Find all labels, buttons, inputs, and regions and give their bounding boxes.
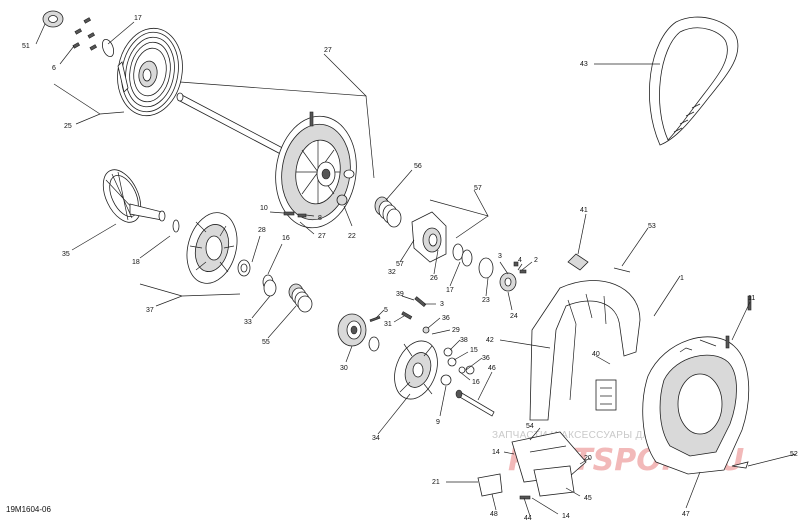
callout-36-b: 36 [482, 355, 490, 362]
part-17-ring [101, 38, 115, 58]
callout-51: 51 [22, 43, 30, 50]
part-28-washer [237, 259, 251, 277]
callout-11: 11 [748, 295, 755, 302]
part-57-cam [411, 211, 447, 263]
callout-6: 6 [52, 65, 56, 72]
callout-34: 34 [372, 435, 380, 442]
callout-39: 39 [396, 291, 404, 298]
callout-40: 40 [592, 351, 600, 358]
callout-14: 14 [492, 449, 500, 456]
callout-44: 44 [524, 515, 532, 522]
callout-33: 33 [244, 319, 252, 326]
callout-35: 35 [62, 251, 70, 258]
part-27-moveable-sheave [275, 115, 357, 229]
callout-23: 23 [482, 297, 490, 304]
callout-17-b: 17 [446, 287, 454, 294]
callout-27-bolt: 27 [318, 233, 326, 240]
callout-28: 28 [258, 227, 266, 234]
callout-46: 46 [488, 365, 496, 372]
part-46-bolt [455, 389, 495, 417]
callout-21: 21 [432, 479, 440, 486]
callout-53: 53 [648, 223, 656, 230]
callout-4: 4 [518, 257, 522, 264]
callout-57-top: 57 [474, 185, 482, 192]
part-24-roller-assembly [499, 261, 527, 292]
part-10-bolt [283, 111, 314, 218]
callout-20: 20 [584, 455, 592, 462]
callout-24: 24 [510, 313, 518, 320]
callout-25: 25 [64, 123, 72, 130]
callout-22: 22 [348, 233, 356, 240]
part-44-bolt [519, 495, 531, 500]
part-55-spring [288, 283, 313, 313]
part-31-roller-pin [401, 311, 413, 320]
callout-29: 29 [452, 327, 460, 334]
part-45-plate [533, 465, 575, 497]
callout-31: 31 [384, 321, 392, 328]
part-30-roller-hub [337, 313, 380, 352]
callout-48: 48 [490, 511, 498, 518]
callout-36: 36 [442, 315, 450, 322]
callout-55: 55 [262, 339, 270, 346]
callout-54: 54 [526, 423, 534, 430]
callout-26: 26 [430, 275, 438, 282]
part-17b-ring [461, 249, 473, 267]
part-43-drive-belt [649, 16, 739, 146]
callout-27-shaft: 27 [324, 47, 332, 54]
callout-labels: 51 6 17 25 27 10 8 27 22 35 18 37 28 16 … [22, 15, 798, 522]
callout-41: 41 [580, 207, 588, 214]
callout-17: 17 [134, 15, 142, 22]
callout-32: 32 [388, 269, 396, 276]
part-35-drive-sheave [102, 169, 166, 223]
callout-57: 57 [396, 261, 404, 268]
callout-52: 52 [790, 451, 798, 458]
part-48-bracket [477, 473, 503, 497]
part-39-bolt [414, 296, 427, 308]
part-34-spider [394, 340, 438, 400]
callout-45: 45 [584, 495, 592, 502]
part-51-washer [42, 10, 64, 28]
callout-56: 56 [414, 163, 422, 170]
callout-42: 42 [486, 337, 494, 344]
diagram-code: 19M1604-06 [6, 505, 51, 514]
part-36-washer [422, 326, 430, 334]
callout-8: 8 [318, 215, 322, 222]
part-18-ring [172, 219, 180, 233]
callout-2: 2 [534, 257, 538, 264]
part-41-clip [567, 253, 589, 271]
part-33-washer [263, 279, 277, 297]
callout-5: 5 [384, 307, 388, 314]
callout-38: 38 [460, 337, 468, 344]
part-22-bushing [336, 194, 348, 206]
part-37-spider-housing [186, 212, 238, 284]
part-53-tab [613, 267, 631, 273]
part-23-washer [478, 257, 494, 279]
callout-3-b: 3 [440, 301, 444, 308]
callout-14-bottom: 14 [562, 513, 570, 520]
callout-16: 16 [282, 235, 290, 242]
callout-3: 3 [498, 253, 502, 260]
part-5-screw [369, 315, 381, 323]
callout-15: 15 [470, 347, 478, 354]
callout-43: 43 [580, 61, 588, 68]
part-6-pins [72, 17, 98, 51]
callout-16-b: 16 [472, 379, 480, 386]
callout-30: 30 [340, 365, 348, 372]
callout-47: 47 [682, 511, 690, 518]
callout-10: 10 [260, 205, 268, 212]
watermark-line1: ЗАПЧАСТИ И АКСЕССУАРЫ ДЛЯ МОТОТЕХНИКИ [492, 430, 740, 441]
callout-18: 18 [132, 259, 140, 266]
part-47-belt-guard [642, 335, 750, 475]
leader-lines [35, 21, 797, 517]
part-25-fixed-sheave [117, 27, 183, 117]
part-42-guard-bracket [529, 280, 641, 421]
part-26-washer [452, 243, 464, 261]
part-52-clip [731, 461, 749, 469]
callout-9: 9 [436, 419, 440, 426]
part-56-spring [374, 196, 402, 228]
callout-1: 1 [680, 275, 684, 282]
callout-37: 37 [146, 307, 154, 314]
